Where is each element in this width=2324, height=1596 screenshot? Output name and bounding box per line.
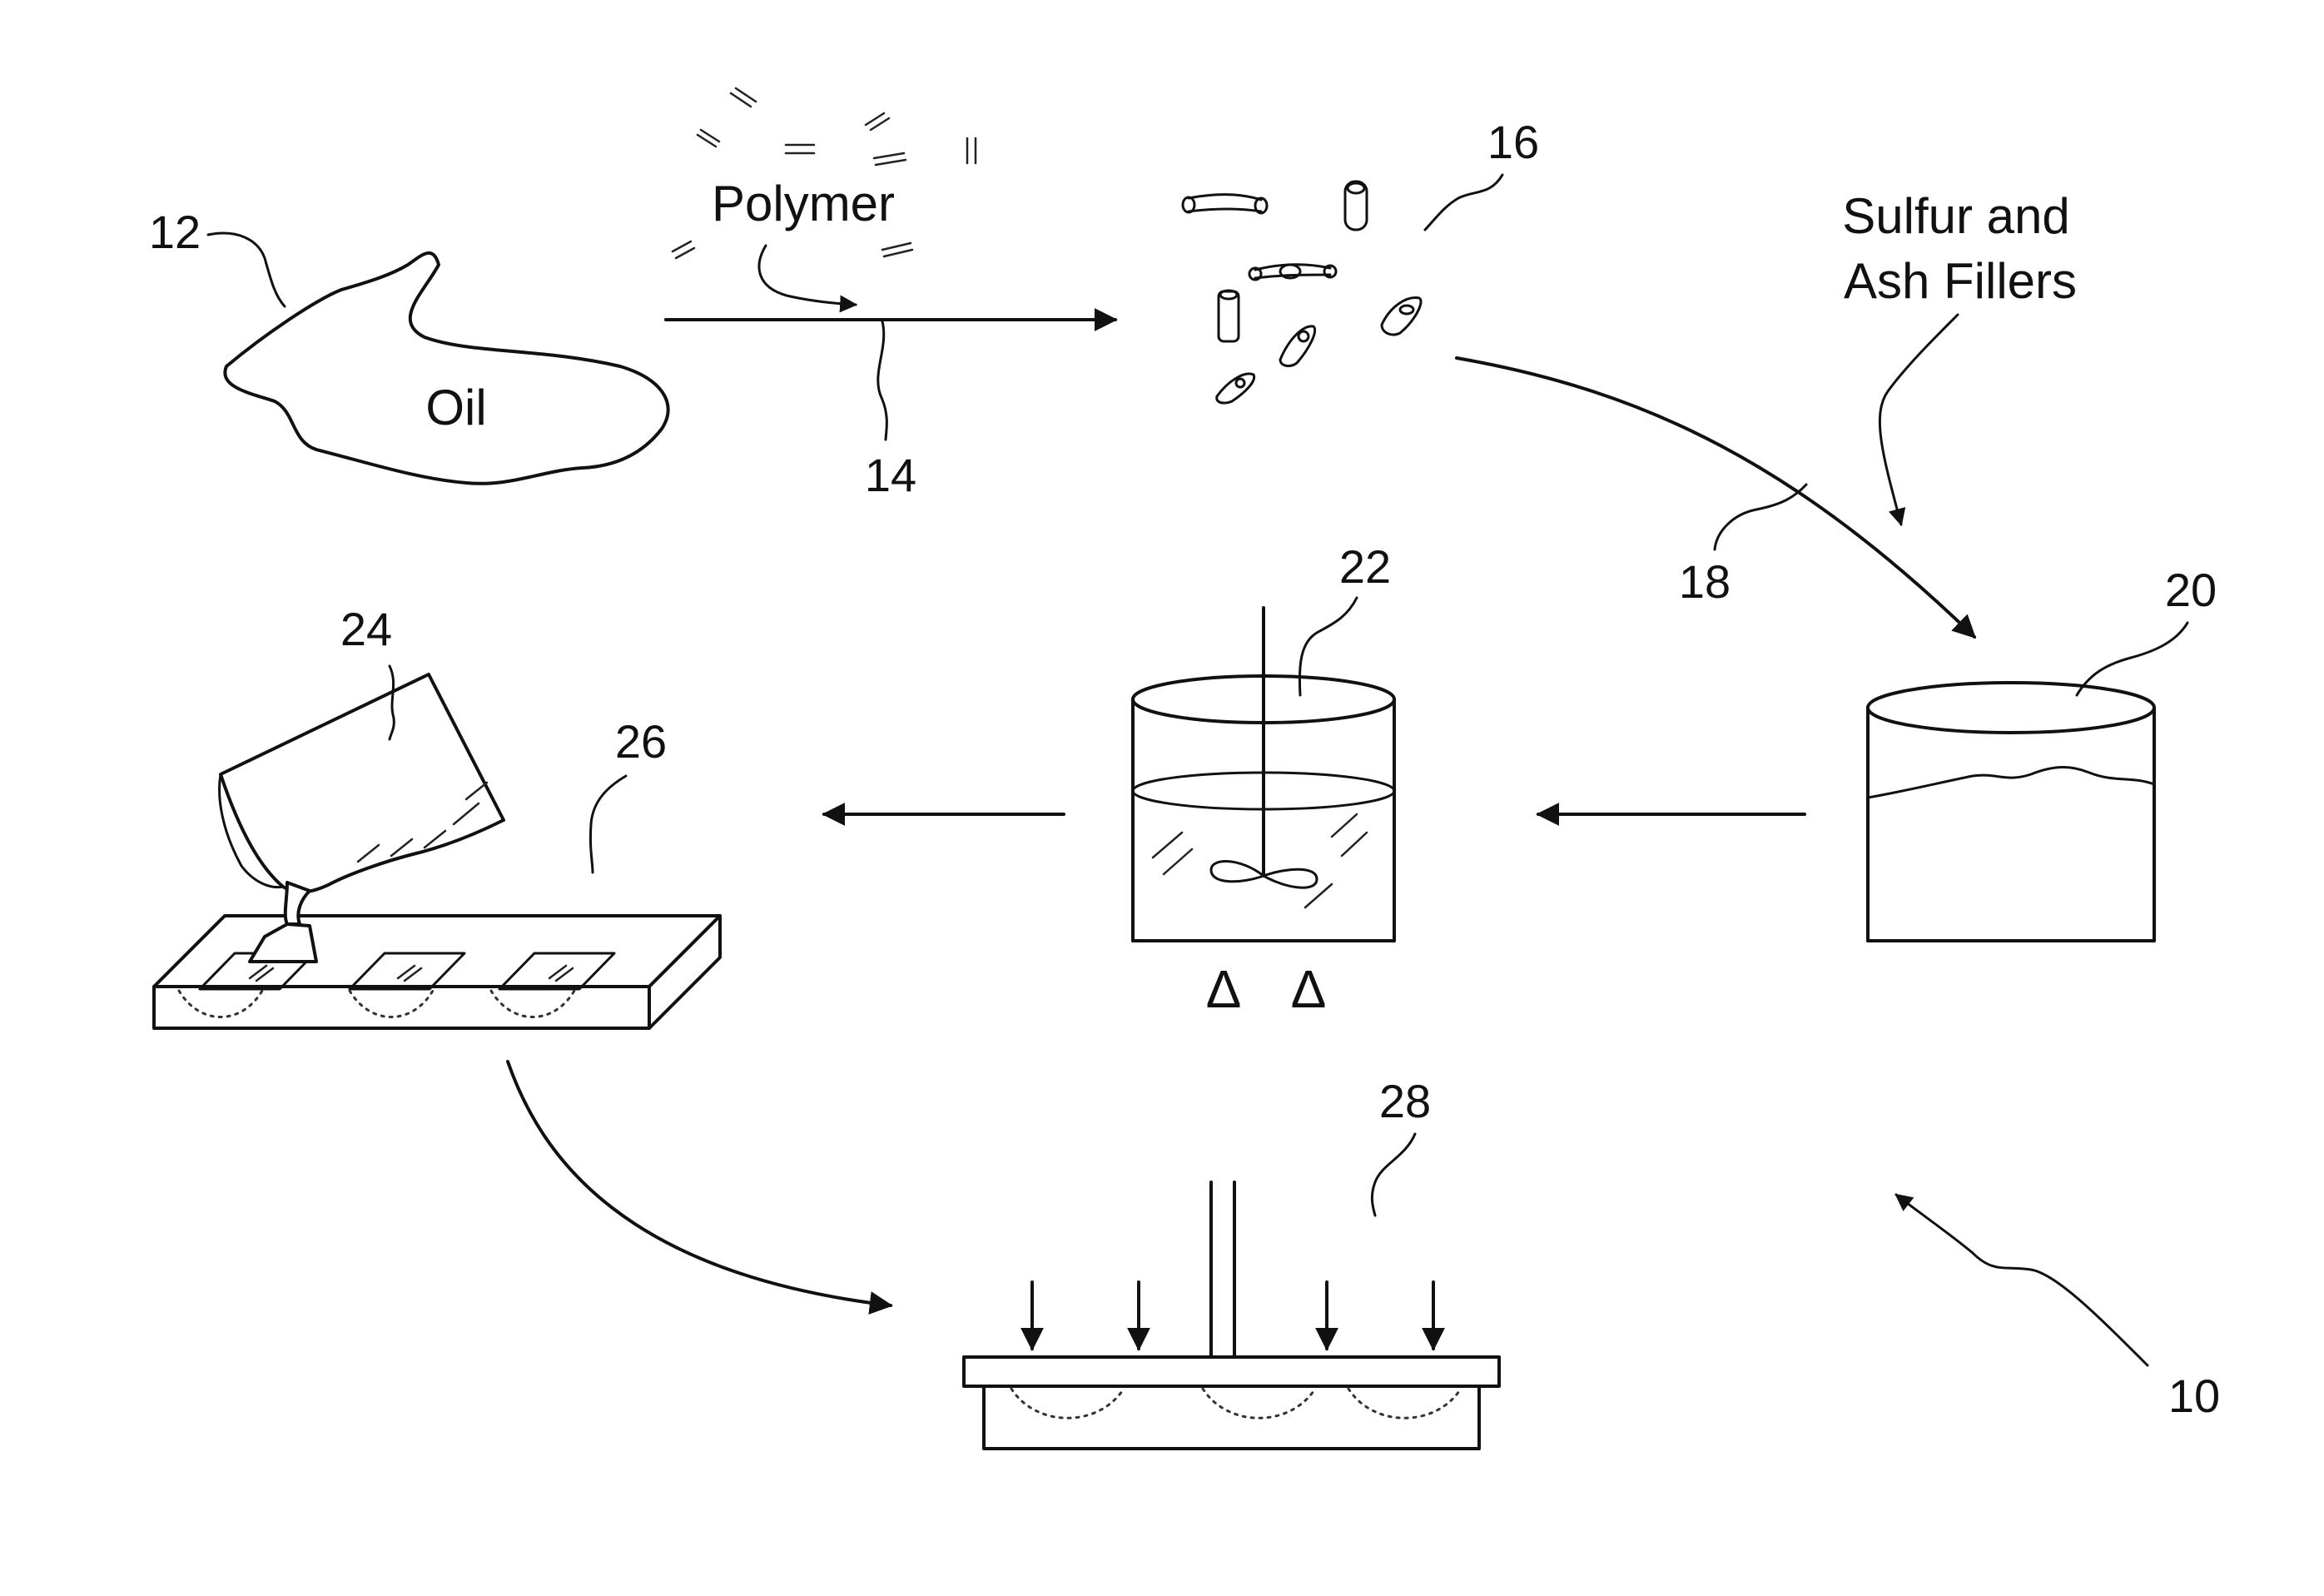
- ref-label-10: 10: [2168, 1370, 2220, 1422]
- ref-label-28: 28: [1379, 1075, 1431, 1127]
- heat-symbol-left: Δ: [1206, 959, 1242, 1019]
- ref-28: 28: [1372, 1075, 1431, 1216]
- ref-label-18: 18: [1679, 555, 1731, 608]
- mold-tray: [154, 916, 720, 1028]
- polymer-step: Polymer 14: [666, 88, 1115, 501]
- ref-16: 16: [1425, 116, 1539, 230]
- ref-label-12: 12: [149, 206, 201, 258]
- ref-leader-16: [1425, 175, 1502, 230]
- ref-label-24: 24: [340, 603, 392, 655]
- ref-leader-20: [2077, 623, 2187, 695]
- press-plate: [964, 1357, 1499, 1386]
- ref-leader-18: [1715, 485, 1806, 549]
- ref-leader-12: [208, 233, 285, 306]
- container-fill-line: [1868, 768, 2154, 798]
- ref-10: 10: [1896, 1195, 2220, 1422]
- fillers-label-line1: Sulfur and: [1842, 188, 2070, 244]
- heated-mixer: Δ Δ: [1133, 608, 1394, 1019]
- tray-to-press-arrow: [508, 1062, 891, 1305]
- oil-label: Oil: [425, 380, 486, 435]
- ref-20: 20: [2077, 564, 2217, 695]
- ref-label-14: 14: [865, 449, 916, 501]
- ref-label-22: 22: [1339, 540, 1391, 593]
- heat-symbol-right: Δ: [1291, 959, 1327, 1019]
- ref-label-20: 20: [2165, 564, 2217, 616]
- polymer-fragments: [673, 88, 976, 258]
- fillers-pointer-arrow: [1880, 315, 1958, 525]
- system-pointer-arrow: [1896, 1195, 2148, 1365]
- ref-leader-26: [590, 776, 626, 873]
- polymer-pointer-arrow: [759, 246, 856, 305]
- mixer-shading: [1153, 814, 1367, 907]
- transfer-step: Sulfur and Ash Fillers 18: [1457, 188, 2077, 637]
- ref-22: 22: [1299, 540, 1391, 695]
- ref-leader-28: [1372, 1134, 1415, 1216]
- press: [964, 1182, 1499, 1449]
- oil-polymer-particles: [1183, 181, 1421, 403]
- fillers-label-line2: Ash Fillers: [1844, 253, 2077, 309]
- ref-26: 26: [590, 715, 667, 873]
- ref-leader-14: [878, 321, 887, 440]
- ref-12: 12: [149, 206, 285, 306]
- oil-blob: Oil: [225, 253, 668, 484]
- ref-label-16: 16: [1487, 116, 1539, 168]
- container: [1868, 683, 2154, 941]
- ref-label-26: 26: [615, 715, 667, 768]
- polymer-label: Polymer: [712, 176, 895, 231]
